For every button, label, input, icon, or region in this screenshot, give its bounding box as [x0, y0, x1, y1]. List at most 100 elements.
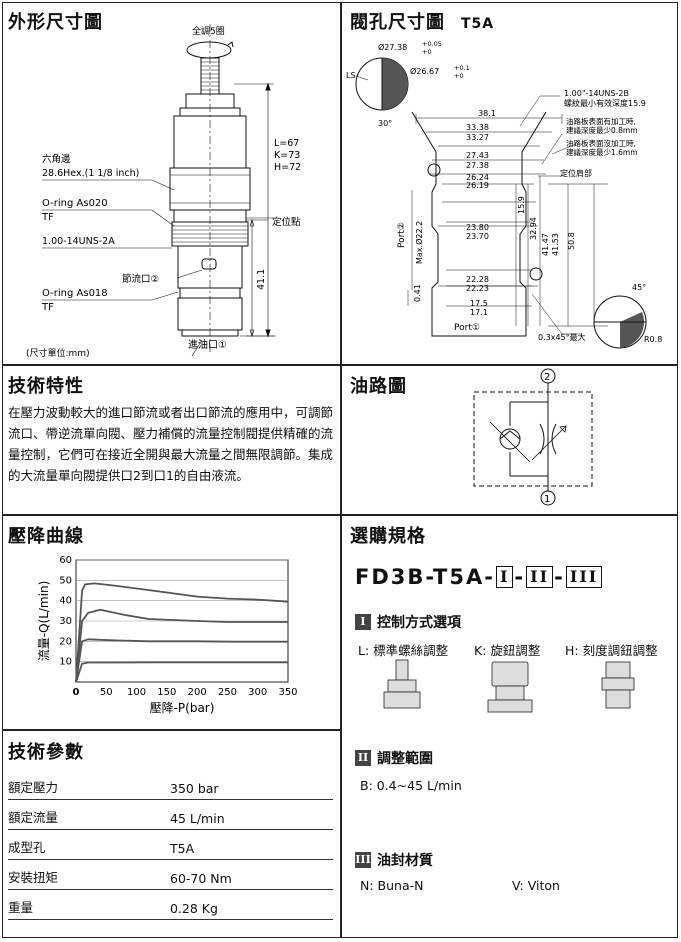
outline-drawing: 全調5圈 六角邊 28.6Hex.(1 1/8 inch) O-ring As0… [26, 24, 301, 359]
chart-x-tick-label: 200 [188, 687, 207, 698]
model-sep: - [514, 565, 526, 589]
param-value: 0.28 Kg [170, 901, 218, 916]
knob-icon [491, 661, 529, 687]
model-sep: - [484, 565, 495, 589]
roman-3-badge: III [355, 852, 371, 868]
cavity-note2: 建議深度最少0.8mm [566, 125, 638, 135]
param-row: 重量 0.28 Kg [8, 898, 333, 920]
chart-x-tick-label: 150 [157, 687, 176, 698]
cavity-v159: 15.9 [517, 196, 526, 214]
chart-y-tick-label: 40 [59, 596, 72, 607]
cavity-v171: 17.1 [470, 308, 488, 317]
outline-title: 外形尺寸圖 [8, 12, 103, 33]
cavity-ang30: 30° [378, 119, 392, 128]
roman-2-badge: II [355, 750, 371, 766]
chart-x-tick-label: 350 [278, 687, 297, 698]
outline-H: H=72 [274, 162, 301, 173]
outline-oring2: O-ring As018 [42, 288, 108, 299]
chart-series-line-3 [75, 638, 288, 683]
outline-turns-label: 全調5圈 [192, 25, 225, 37]
seal-option-V: V: Viton [512, 878, 560, 893]
cavity-v2619: 26.19 [466, 181, 489, 190]
seal-title-text: 油封材質 [377, 853, 433, 869]
cavity-v2370: 23.70 [466, 232, 489, 241]
cavity-v381: 38.1 [478, 109, 496, 118]
ctrl-images [383, 659, 635, 713]
chart-y-tick-label: 10 [59, 657, 72, 668]
cavity-v508: 50.8 [567, 232, 576, 250]
cavity-max: Max.Ø22.2 [414, 221, 424, 264]
cavity-v2380: 23.80 [466, 223, 489, 232]
cavity-thread1: 1.00"-14UNS-2B [564, 89, 629, 98]
cavity-r08: R0.8 [644, 335, 662, 344]
cavity-v4147: 41.47 [541, 233, 550, 256]
outline-tf2: TF [41, 302, 54, 313]
cavity-title-text: 閥孔尺寸圖 [350, 12, 445, 33]
range-option-B: B: 0.4~45 L/min [360, 778, 462, 793]
model-prefix: FD3B-T5A [355, 565, 485, 589]
chart-y-tick-label: 50 [59, 575, 72, 586]
outline-locate: 定位點 [272, 216, 301, 228]
cavity-port2: Port② [397, 222, 407, 248]
ordering-title: 選購規格 [350, 526, 426, 547]
screw-icon [395, 659, 409, 681]
seal-option-N: N: Buna-N [360, 878, 424, 893]
param-label: 重量 [8, 900, 34, 915]
param-value: 60-70 Nm [170, 871, 232, 886]
chart-y-tick-label: 20 [59, 636, 72, 647]
cavity-v3327: 33.27 [466, 133, 489, 142]
circuit-title: 油路圖 [350, 376, 407, 397]
param-label: 額定流量 [8, 810, 59, 825]
row-divider-2 [2, 514, 678, 516]
outline-hex-label: 六角邊 [42, 153, 71, 165]
chart-y-tick-label: 30 [59, 616, 72, 627]
model-option-1: I [495, 566, 514, 588]
outline-L: L=67 [274, 138, 299, 149]
chart-x-tick-label: 300 [248, 687, 267, 698]
row-divider-1 [2, 364, 678, 366]
roman-1-badge: I [355, 614, 371, 630]
cavity-d1: Ø27.38 [378, 42, 407, 52]
cavity-d1-tol2: +0 [422, 48, 432, 56]
curve-title: 壓降曲線 [8, 526, 84, 547]
outline-port1: 進油口① [188, 338, 227, 351]
cavity-note4: 建議深度最少1.6mm [566, 147, 638, 157]
dial-knob-icon [605, 661, 631, 679]
params-title: 技術參數 [8, 742, 84, 763]
cavity-ang45: 45° [632, 283, 646, 292]
outline-port2: 節流口② [122, 273, 159, 285]
cavity-chamfer: 0.3x45°最大 [538, 332, 586, 342]
cavity-d1-tol: +0.05 [422, 40, 442, 48]
chart-series-line-1 [75, 582, 289, 683]
model-option-2: II [526, 566, 554, 588]
cavity-d2-tol: +0.1 [454, 64, 470, 72]
ctrl-title-text: 控制方式選項 [377, 615, 461, 631]
ctrl-title: I 控制方式選項 [355, 612, 461, 632]
param-label: 安裝扭矩 [8, 870, 59, 885]
row-divider-3 [2, 729, 341, 731]
outline-tf1: TF [41, 212, 54, 223]
cavity-v3338: 33.38 [466, 123, 489, 132]
param-label: 成型孔 [8, 840, 46, 855]
cavity-note1: 油路板表面有加工時, [566, 116, 636, 126]
cavity-shoulder: 定位肩部 [560, 168, 592, 178]
chart-x-tick-label: 250 [218, 687, 237, 698]
ctrl-option-K: K: 旋鈕調整 [474, 643, 541, 658]
outline-hex-size: 28.6Hex.(1 1/8 inch) [42, 168, 139, 179]
ctrl-option-L: L: 標準螺絲調整 [358, 643, 449, 658]
features-text: 在壓力波動較大的進口節流或者出口節流的應用中，可調節流口、帶逆流單向閥、壓力補償… [8, 405, 334, 483]
cavity-v041: 0.41 [413, 284, 422, 302]
chart-series-line-4 [75, 661, 288, 683]
cavity-thread2: 螺紋最小有效深度15.9 [564, 98, 646, 108]
cavity-d2-tol2: +0 [454, 72, 464, 80]
circuit-diagram: 2 1 [473, 368, 593, 506]
cavity-v2743: 27.43 [466, 151, 489, 160]
outline-thread: 1.00-14UNS-2A [42, 236, 115, 247]
seal-title: III 油封材質 [355, 850, 433, 870]
param-label: 額定壓力 [8, 780, 59, 795]
cavity-v2228: 22.28 [466, 275, 489, 284]
model-sep: - [554, 565, 565, 589]
cavity-note3: 油路板表面沒加工時, [566, 138, 636, 148]
